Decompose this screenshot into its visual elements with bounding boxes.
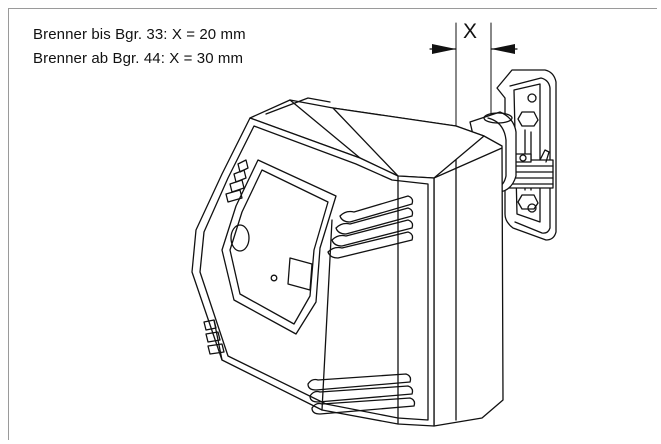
dimension-arrow-right <box>491 44 515 54</box>
cover-screw <box>270 274 278 282</box>
housing-front <box>191 117 435 427</box>
left-lower-vents <box>203 319 225 355</box>
burner-housing <box>191 97 504 427</box>
dimension-label: X <box>463 20 478 43</box>
cover-panel <box>221 159 337 335</box>
right-upper-vents <box>327 195 414 259</box>
dimension-x <box>429 22 518 129</box>
dimension-arrow-left <box>432 44 456 54</box>
reset-button <box>287 257 313 291</box>
bottom-vents <box>307 373 416 415</box>
inspection-window <box>230 224 250 252</box>
caption-line-2: Brenner ab Bgr. 44: X = 30 mm <box>33 50 244 67</box>
left-vents <box>225 159 249 203</box>
figure-frame <box>8 8 657 440</box>
caption-line-1: Brenner bis Bgr. 33: X = 20 mm <box>33 26 246 43</box>
